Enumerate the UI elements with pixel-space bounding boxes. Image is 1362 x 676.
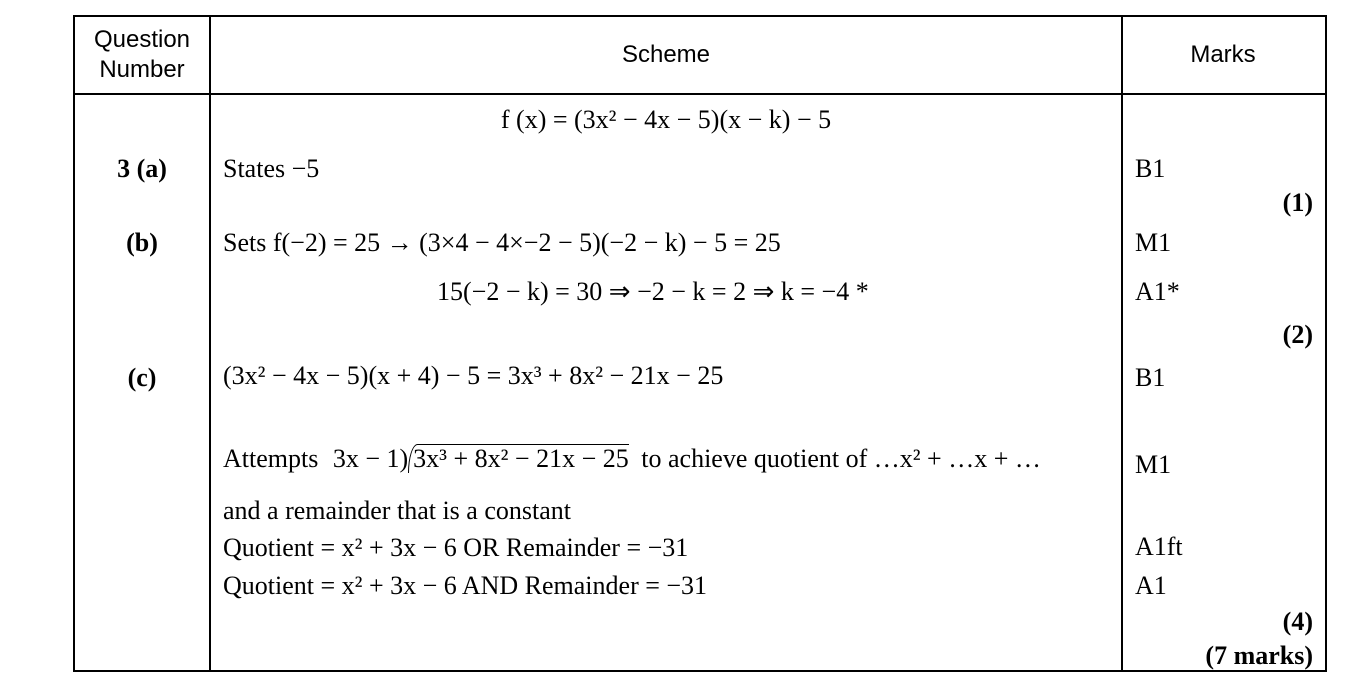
header-marks: Marks [1190, 41, 1256, 68]
part-b-mark-1: M1 [1135, 228, 1172, 257]
part-c-scheme-4: Quotient = x² + 3x − 6 OR Remainder = −3… [223, 533, 689, 562]
part-b-scheme-2: 15(−2 − k) = 30 ⇒ −2 − k = 2 ⇒ k = −4 * [437, 277, 869, 306]
grand-total: (7 marks) [1205, 641, 1313, 670]
part-b-mark-2: A1* [1135, 277, 1180, 306]
part-a-mark: B1 [1135, 154, 1166, 183]
part-c-mark-1: B1 [1135, 363, 1166, 392]
quotient-form: to achieve quotient of …x² + …x + … [641, 444, 1041, 473]
header-divider [75, 93, 1325, 95]
part-c-mark-5: A1 [1135, 571, 1167, 600]
part-a-scheme: States −5 [223, 154, 320, 183]
column-divider [1121, 17, 1123, 670]
dividend: 3x³ + 8x² − 21x − 25 [408, 444, 629, 473]
part-c-total: (4) [1282, 607, 1313, 636]
part-a-total: (1) [1282, 188, 1313, 217]
part-c-scheme-1: (3x² − 4x − 5)(x + 4) − 5 = 3x³ + 8x² − … [223, 361, 724, 390]
part-c-scheme-5: Quotient = x² + 3x − 6 AND Remainder = −… [223, 571, 708, 600]
given-function: f (x) = (3x² − 4x − 5)(x − k) − 5 [500, 105, 832, 134]
part-c-mark-2: M1 [1135, 450, 1172, 479]
column-divider [209, 17, 211, 670]
part-c-mark-4: A1ft [1135, 532, 1183, 561]
mark-scheme-table: Question Number Scheme Marks f (x) = (3x… [73, 15, 1327, 672]
part-c-scheme-3: and a remainder that is a constant [223, 496, 571, 525]
attempts-label: Attempts [223, 444, 319, 473]
part-b-total: (2) [1282, 320, 1313, 349]
header-scheme: Scheme [621, 41, 711, 68]
part-c-label: (c) [127, 363, 157, 392]
part-c-division-line: Attempts 3x − 1)3x³ + 8x² − 21x − 25 to … [223, 444, 1041, 474]
divisor: 3x − 1) [332, 444, 409, 473]
part-b-scheme-1: Sets f(−2) = 25 → (3×4 − 4×−2 − 5)(−2 − … [223, 228, 781, 257]
part-b-label: (b) [126, 228, 158, 257]
part-a-label: 3 (a) [117, 154, 167, 183]
header-question-number: Question Number [93, 26, 191, 83]
